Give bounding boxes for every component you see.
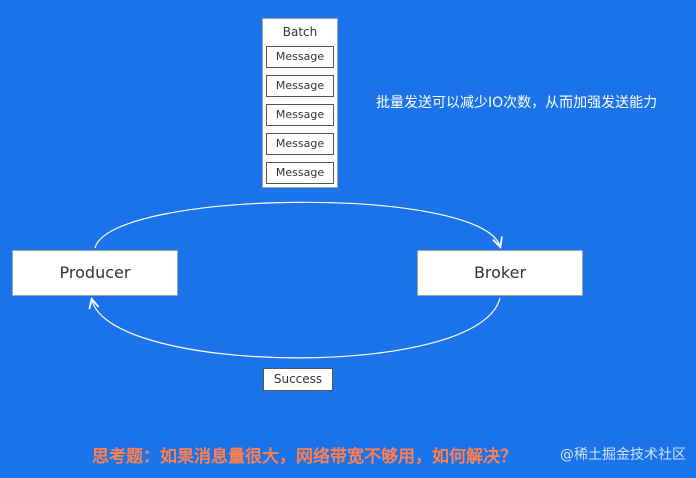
batch-box: Batch Message Message Message Message Me…: [262, 18, 338, 188]
ack-arrow: [92, 298, 501, 359]
batch-note: 批量发送可以减少IO次数，从而加强发送能力: [376, 95, 658, 111]
message-box: Message: [266, 104, 334, 126]
watermark-text: @稀土掘金技术社区: [560, 447, 686, 463]
message-box: Message: [266, 75, 334, 97]
batch-label: Batch: [282, 25, 318, 39]
message-box: Message: [266, 46, 334, 68]
producer-node: Producer: [12, 250, 178, 296]
message-box: Message: [266, 162, 334, 184]
success-box: Success: [263, 368, 333, 391]
message-box: Message: [266, 133, 334, 155]
send-arrow: [94, 201, 500, 248]
question-text: 思考题：如果消息量很大，网络带宽不够用，如何解决？: [92, 447, 517, 467]
broker-node: Broker: [417, 250, 583, 296]
